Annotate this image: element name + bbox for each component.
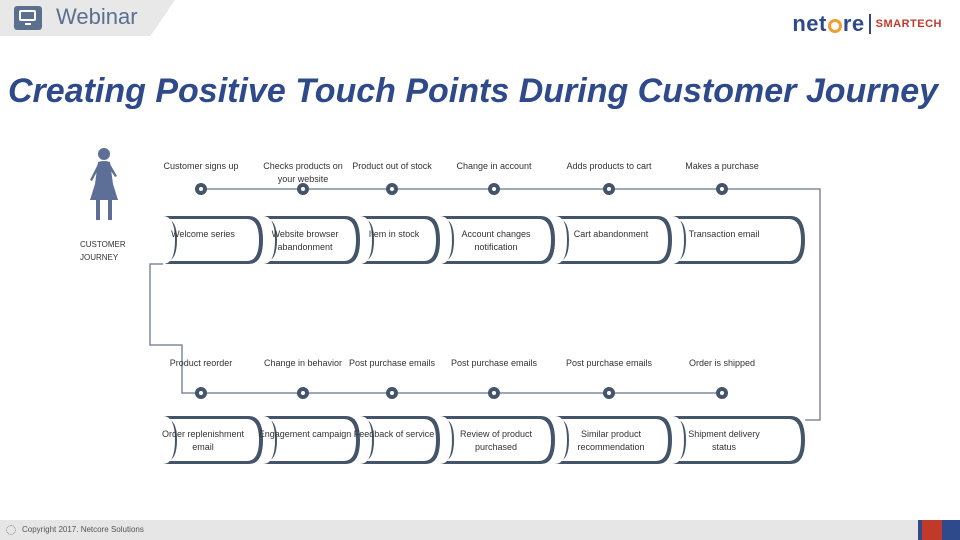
touchpoint-label: Review of product purchased [459, 429, 533, 452]
webinar-tab: Webinar [0, 0, 175, 36]
logo-text-left: net [792, 11, 827, 36]
journey-event-label: Product reorder [169, 358, 233, 368]
logo-brand: SMARTECH [875, 18, 942, 30]
journey-event-label: Customer signs up [163, 161, 239, 171]
logo-divider [868, 14, 871, 34]
touchpoint-label: Order replenishment email [161, 429, 245, 452]
monitor-icon [14, 6, 42, 30]
journey-event-label: Adds products to cart [566, 161, 652, 171]
journey-band-face [363, 219, 436, 261]
journey-band-face [675, 419, 801, 461]
webinar-label: Webinar [56, 4, 138, 29]
copyright-icon [6, 525, 16, 535]
journey-band-face [558, 419, 668, 461]
touchpoint-label: Similar product recommendation [577, 429, 645, 452]
journey-band-face [166, 419, 259, 461]
journey-event-label: Makes a purchase [685, 161, 759, 171]
journey-event-label: Checks products on your website [263, 161, 343, 184]
journey-step-dot-center [492, 391, 496, 395]
journey-step-dot-center [301, 187, 305, 191]
journey-event-label: Change in behavior [263, 358, 343, 368]
copyright-text: Copyright 2017. Netcore Solutions [22, 525, 144, 534]
touchpoint-label: Website browser abandonment [271, 229, 339, 252]
journey-step-dot-center [720, 391, 724, 395]
journey-step-dot-center [301, 391, 305, 395]
journey-step-dot-center [720, 187, 724, 191]
journey-step-dot-center [492, 187, 496, 191]
logo-text-right: re [842, 11, 865, 36]
journey-band-face [166, 219, 259, 261]
journey-step-dot-center [390, 187, 394, 191]
journey-band-face [363, 419, 436, 461]
journey-step-dot-center [607, 391, 611, 395]
touchpoint-label: Cart abandonment [573, 229, 649, 239]
journey-band-face [675, 219, 801, 261]
journey-event-label: Change in account [456, 161, 532, 171]
journey-step-dot-center [199, 391, 203, 395]
journey-connector-right [722, 188, 821, 421]
page-title: Creating Positive Touch Points During Cu… [8, 72, 939, 110]
journey-step-dot-center [199, 187, 203, 191]
journey-band-face [443, 219, 551, 261]
footer-accent-bar [918, 520, 922, 540]
footer-accent-blue [942, 520, 960, 540]
touchpoint-label: Feedback of service [353, 429, 435, 439]
touchpoint-label: Item in stock [368, 229, 420, 239]
footer-accent-red [922, 520, 942, 540]
touchpoint-label: Engagement campaign [258, 429, 352, 439]
touchpoint-label: Transaction email [688, 229, 760, 239]
woman-figure-icon [90, 148, 118, 220]
journey-event-label: Post purchase emails [348, 358, 436, 368]
journey-connector-left [149, 263, 722, 394]
logo-ring-icon [827, 19, 842, 33]
journey-event-label: Order is shipped [688, 358, 756, 368]
journey-band-face [443, 419, 551, 461]
journey-step-dot-center [390, 391, 394, 395]
touchpoint-label: Welcome series [171, 229, 235, 239]
journey-event-label: Post purchase emails [450, 358, 538, 368]
journey-event-label: Product out of stock [352, 161, 432, 171]
journey-event-label: Post purchase emails [565, 358, 653, 368]
touchpoint-label: Account changes notification [461, 229, 531, 252]
footer-bar: Copyright 2017. Netcore Solutions [0, 520, 960, 540]
customer-journey-label: CUSTOMER JOURNEY [80, 240, 126, 262]
netcore-logo: net re SMARTECH [792, 11, 942, 36]
journey-band-face [266, 219, 356, 261]
touchpoint-label: Shipment delivery status [688, 429, 760, 452]
journey-step-dot-center [607, 187, 611, 191]
journey-band-face [266, 419, 356, 461]
journey-band-face [558, 219, 668, 261]
